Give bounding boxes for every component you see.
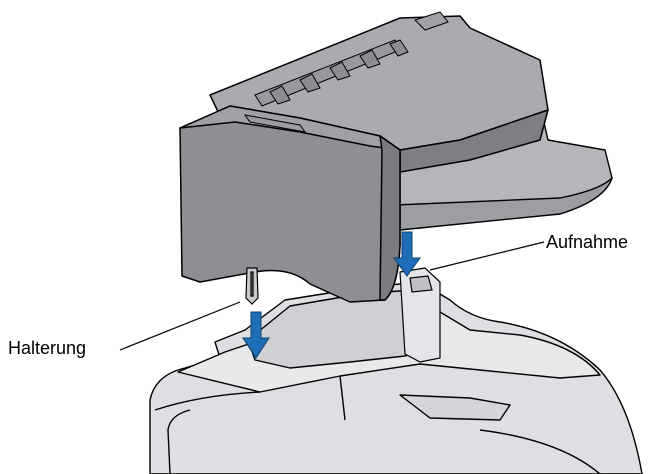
mount-receptacle (399, 267, 441, 363)
down-arrow-icon (242, 311, 270, 359)
down-arrow-icon (393, 231, 421, 277)
roller-details (243, 11, 449, 133)
callout-halterung: Halterung (8, 338, 87, 358)
leader-line-aufnahme (429, 241, 545, 271)
locating-pin (245, 267, 259, 305)
printer-base (149, 281, 643, 474)
leader-line-halterung (119, 301, 241, 351)
callout-aufnahme: Aufnahme (546, 232, 629, 252)
